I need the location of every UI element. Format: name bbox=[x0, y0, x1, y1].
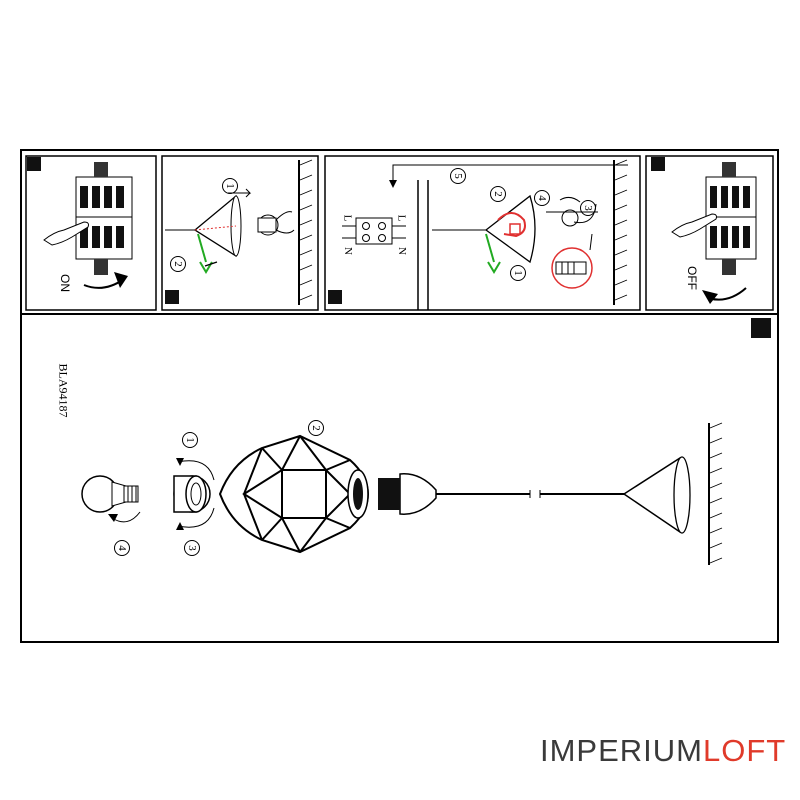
corner-marker bbox=[651, 157, 665, 171]
brand-main: IMPERIUM bbox=[540, 733, 703, 768]
switch-on-label: ON bbox=[58, 274, 72, 292]
outer-frame bbox=[20, 149, 779, 643]
step-circle: 3 bbox=[580, 200, 596, 216]
panel-wiring bbox=[161, 155, 319, 311]
step-number: 4 bbox=[534, 190, 550, 206]
panel-switch-off bbox=[645, 155, 774, 311]
mounting-illustration bbox=[342, 159, 628, 310]
step-circle: 1 bbox=[182, 432, 198, 448]
brand-logo: IMPERIUMLOFT bbox=[540, 733, 786, 769]
terminal-L-top: L bbox=[341, 214, 354, 222]
corner-marker bbox=[751, 318, 771, 338]
step-circle: 1 bbox=[222, 178, 238, 194]
model-code: BLA94187 bbox=[56, 363, 71, 418]
breaker-off-illustration bbox=[671, 162, 757, 304]
step-number: 4 bbox=[114, 540, 130, 556]
step-circle: 4 bbox=[534, 190, 550, 206]
step-number: 2 bbox=[308, 420, 324, 436]
terminal-N-bottom: N bbox=[395, 247, 408, 255]
brand-accent: LOFT bbox=[703, 733, 787, 768]
panel-mounting bbox=[324, 155, 641, 311]
corner-marker bbox=[165, 290, 179, 304]
step-number: 2 bbox=[170, 256, 186, 272]
step-circle: 3 bbox=[184, 540, 200, 556]
step-number: 5 bbox=[450, 168, 466, 184]
step-circle: 2 bbox=[308, 420, 324, 436]
corner-marker bbox=[328, 290, 342, 304]
step-circle: 2 bbox=[490, 186, 506, 202]
breaker-on-illustration bbox=[43, 162, 133, 289]
assembly-illustration bbox=[81, 422, 723, 565]
step-number: 3 bbox=[184, 540, 200, 556]
terminal-L-bottom: L bbox=[395, 214, 408, 222]
wiring-illustration bbox=[165, 159, 313, 305]
step-circle: 5 bbox=[450, 168, 466, 184]
step-number: 3 bbox=[580, 200, 596, 216]
step-circle: 4 bbox=[114, 540, 130, 556]
step-number: 1 bbox=[510, 265, 526, 281]
terminal-N-top: N bbox=[341, 247, 354, 255]
switch-off-label: OFF bbox=[685, 266, 699, 290]
step-circle: 2 bbox=[170, 256, 186, 272]
panel-switch-on bbox=[25, 155, 157, 311]
step-number: 1 bbox=[182, 432, 198, 448]
step-number: 2 bbox=[490, 186, 506, 202]
step-number: 1 bbox=[222, 178, 238, 194]
step-circle: 1 bbox=[510, 265, 526, 281]
corner-marker bbox=[27, 157, 41, 171]
